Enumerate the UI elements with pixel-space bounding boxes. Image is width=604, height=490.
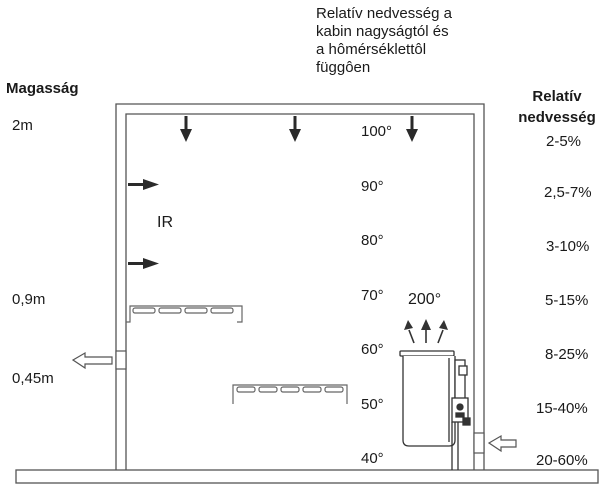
humidity-title-line-1: Relatív bbox=[532, 88, 582, 105]
floor-slab bbox=[15, 469, 599, 484]
right-arrow-icon bbox=[128, 179, 159, 190]
humidity-value-1: 2-5% bbox=[546, 133, 582, 150]
humidity-value-6: 15-40% bbox=[536, 400, 588, 417]
caption-line-1: Relatív nedvesség a bbox=[316, 5, 452, 22]
up-arrow-icon bbox=[421, 319, 431, 343]
stove-temperature: 200° bbox=[408, 291, 442, 308]
up-arrow-icon bbox=[404, 320, 415, 344]
stove-heat-arrows bbox=[404, 319, 448, 344]
humidity-value-5: 8-25% bbox=[545, 346, 589, 363]
outlined-left-arrow-icon bbox=[71, 351, 113, 370]
ir-arrows bbox=[128, 179, 159, 269]
temperature-90: 90° bbox=[361, 178, 384, 195]
ir-label: IR bbox=[157, 214, 173, 231]
humidity-value-2: 2,5-7% bbox=[544, 184, 592, 201]
right-arrow-icon bbox=[128, 258, 159, 269]
temperature-80: 80° bbox=[361, 232, 384, 249]
temperature-40: 40° bbox=[361, 450, 384, 467]
height-axis-title: Magasság bbox=[6, 80, 79, 97]
cabin-walls bbox=[115, 103, 485, 470]
temperature-100: 100° bbox=[361, 123, 393, 140]
height-mark-2m: 2m bbox=[12, 117, 33, 134]
humidity-value-7: 20-60% bbox=[536, 452, 588, 469]
humidity-value-3: 3-10% bbox=[546, 238, 590, 255]
sauna-stove bbox=[399, 350, 471, 470]
temperature-50: 50° bbox=[361, 396, 384, 413]
down-arrow-icon bbox=[406, 116, 418, 142]
caption-line-2: kabin nagyságtól és bbox=[316, 23, 449, 40]
ceiling-heat-arrows bbox=[180, 116, 418, 142]
diagram-caption: Relatív nedvesség a kabin nagyságtól és … bbox=[316, 5, 536, 77]
outlined-left-arrow-icon bbox=[487, 434, 517, 453]
upper-bench bbox=[126, 305, 243, 323]
temperature-70: 70° bbox=[361, 287, 384, 304]
down-arrow-icon bbox=[180, 116, 192, 142]
caption-line-3: a hômérséklettôl bbox=[316, 41, 427, 58]
humidity-title-line-2: nedvesség bbox=[518, 109, 596, 126]
height-mark-0-45m: 0,45m bbox=[12, 370, 54, 387]
exhaust-vent bbox=[71, 350, 127, 370]
temperature-60: 60° bbox=[361, 341, 384, 358]
humidity-value-4: 5-15% bbox=[545, 292, 589, 309]
humidity-axis-title: Relatív nedvesség bbox=[508, 86, 604, 128]
height-mark-0-9m: 0,9m bbox=[12, 291, 46, 308]
down-arrow-icon bbox=[289, 116, 301, 142]
lower-bench bbox=[232, 384, 348, 404]
caption-line-4: függôen bbox=[316, 59, 371, 76]
up-arrow-icon bbox=[437, 320, 448, 344]
intake-vent bbox=[473, 432, 517, 454]
